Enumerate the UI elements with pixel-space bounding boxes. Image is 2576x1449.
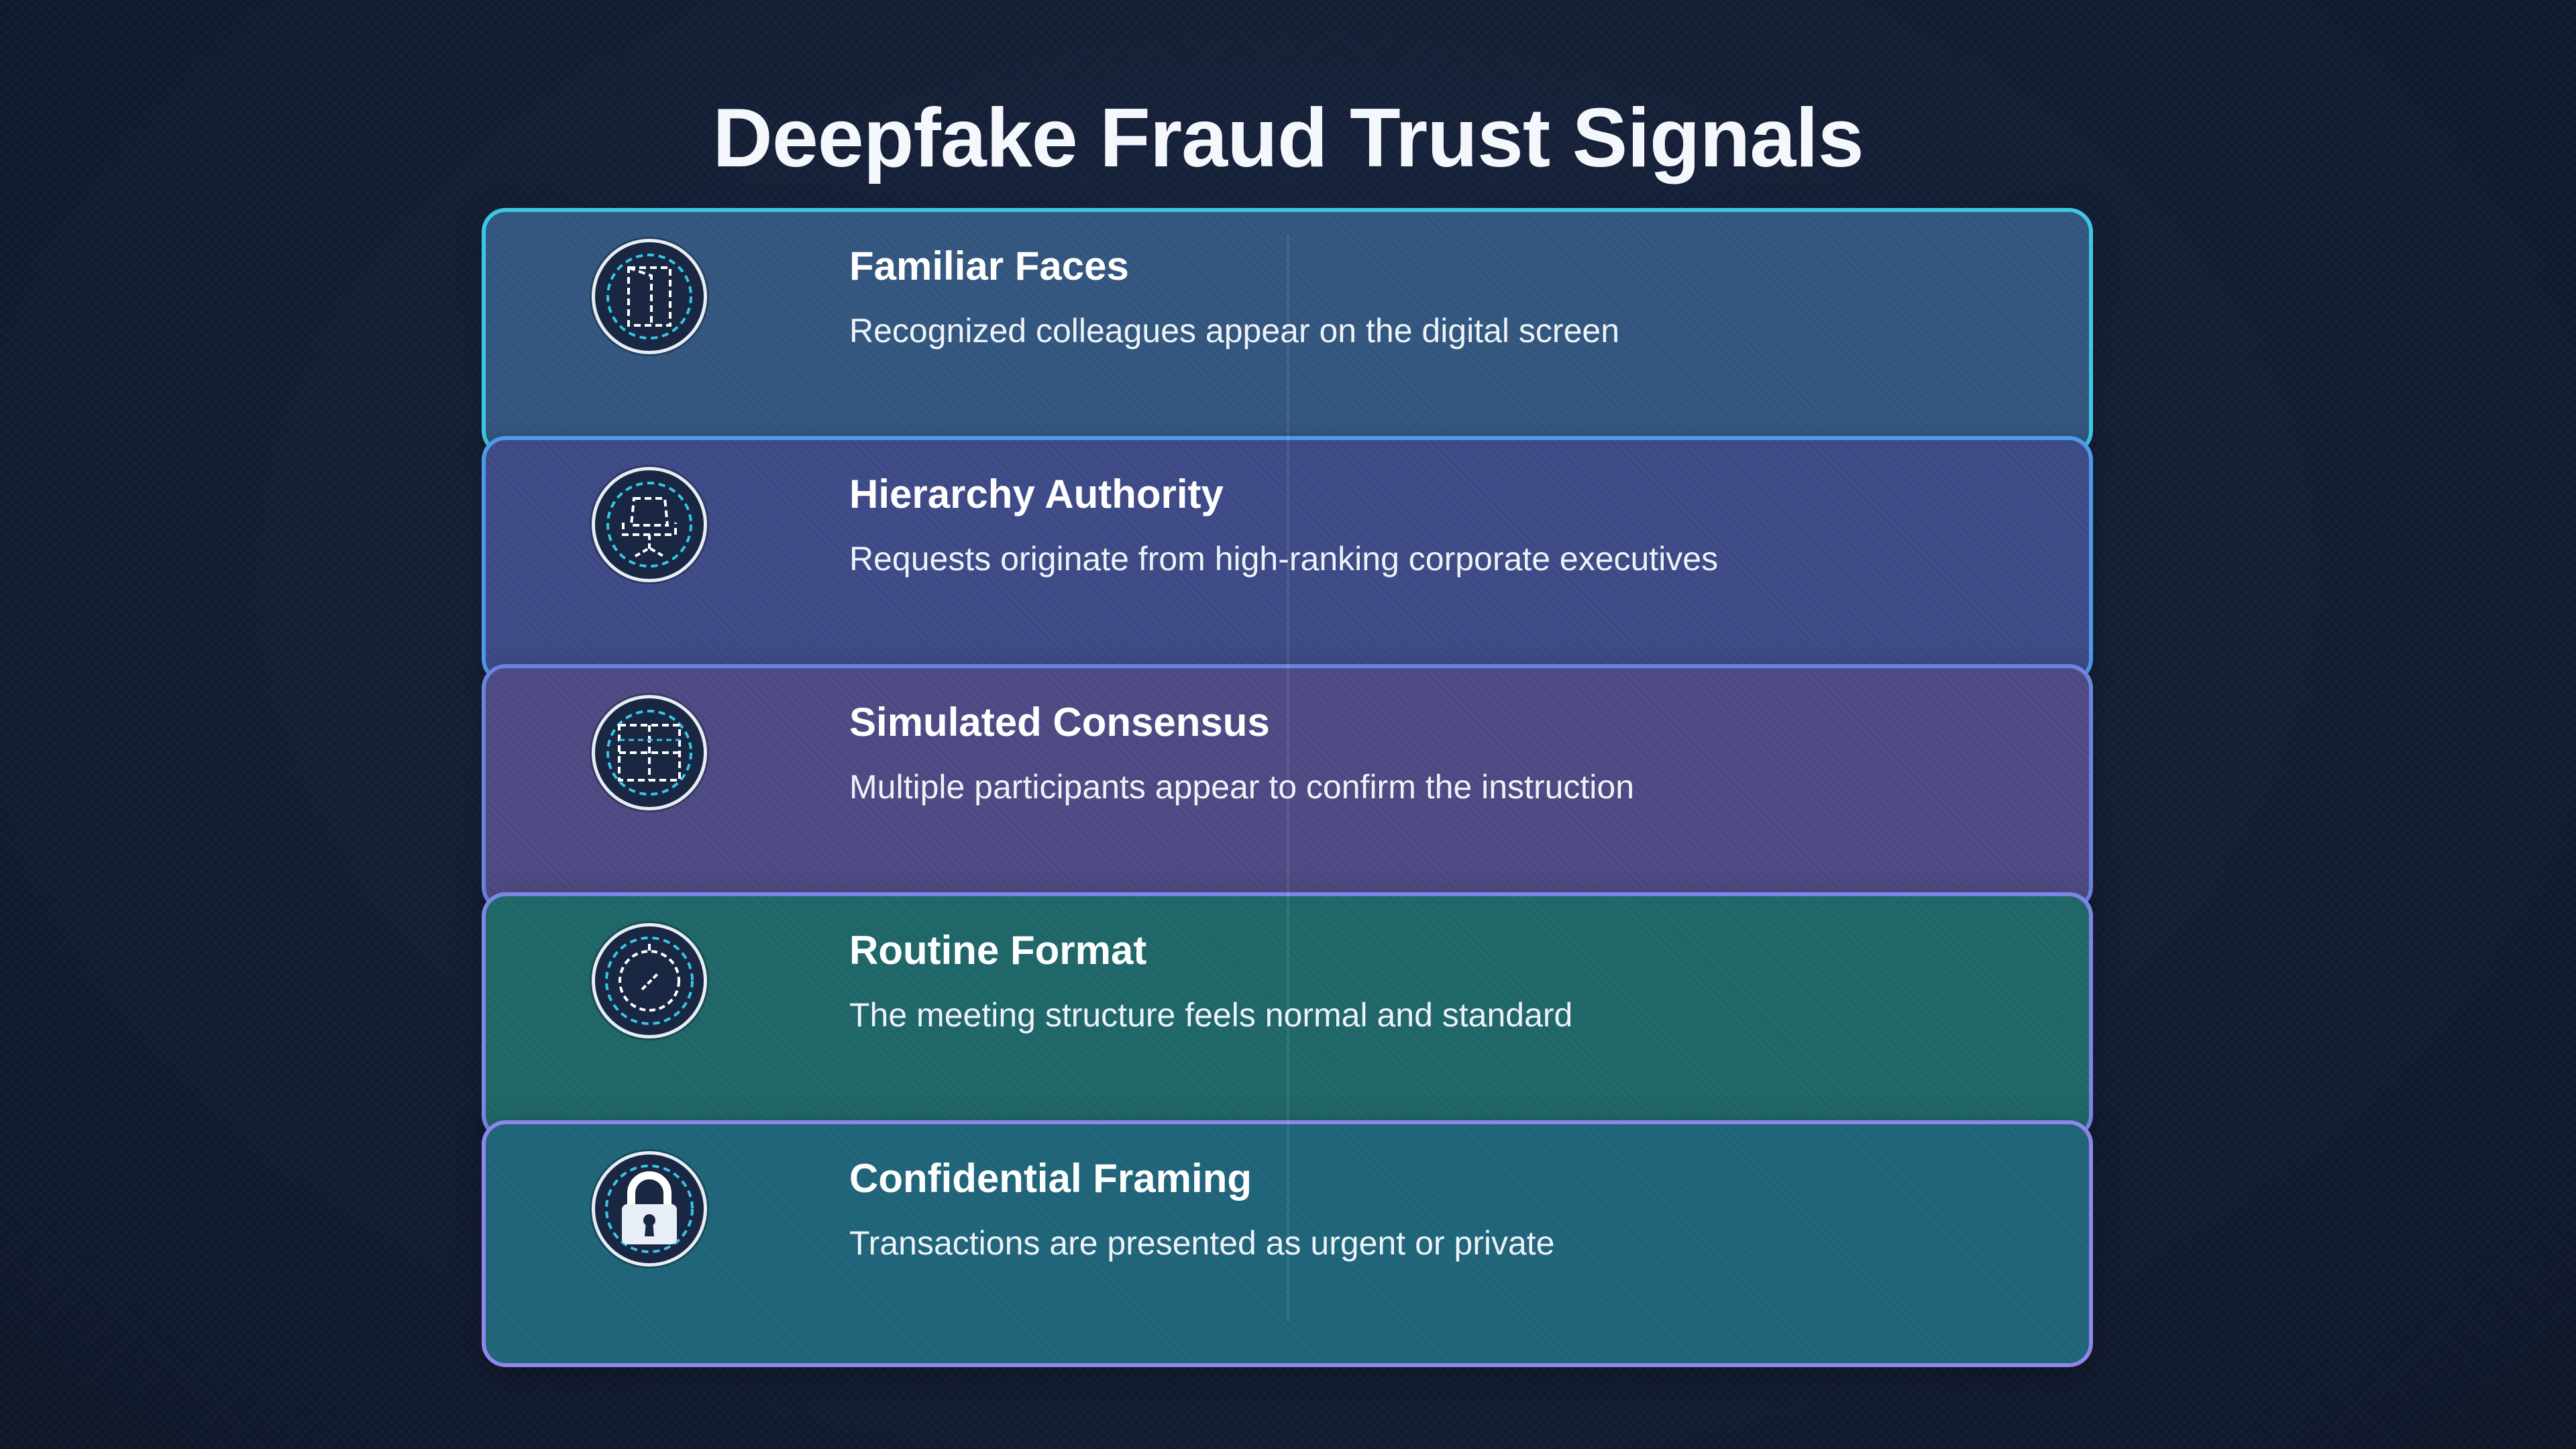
signal-description: The meeting structure feels normal and s… — [849, 996, 1573, 1034]
signal-title: Hierarchy Authority — [849, 472, 1224, 517]
padlock-icon — [592, 1151, 707, 1267]
screen-panel-icon — [592, 239, 707, 354]
clock-icon — [592, 923, 707, 1038]
signal-card-confidential-framing: Confidential Framing Transactions are pr… — [482, 1120, 2093, 1367]
signal-title: Routine Format — [849, 928, 1147, 973]
page-title: Deepfake Fraud Trust Signals — [712, 92, 1864, 184]
signal-stack: Familiar Faces Recognized colleagues app… — [482, 208, 2093, 1368]
center-divider — [1287, 235, 1289, 1322]
signal-description: Transactions are presented as urgent or … — [849, 1224, 1555, 1262]
signal-title: Confidential Framing — [849, 1156, 1252, 1201]
video-grid-icon — [592, 695, 707, 810]
signal-description: Requests originate from high-ranking cor… — [849, 540, 1719, 578]
signal-description: Recognized colleagues appear on the digi… — [849, 312, 1619, 350]
office-chair-icon — [592, 467, 707, 582]
signal-card-hierarchy-authority: Hierarchy Authority Requests originate f… — [482, 436, 2093, 683]
signal-description: Multiple participants appear to confirm … — [849, 768, 1635, 806]
signal-title: Familiar Faces — [849, 244, 1129, 288]
signal-card-familiar-faces: Familiar Faces Recognized colleagues app… — [482, 208, 2093, 455]
signal-card-simulated-consensus: Simulated Consensus Multiple participant… — [482, 664, 2093, 911]
signal-card-routine-format: Routine Format The meeting structure fee… — [482, 892, 2093, 1139]
signal-title: Simulated Consensus — [849, 700, 1270, 745]
